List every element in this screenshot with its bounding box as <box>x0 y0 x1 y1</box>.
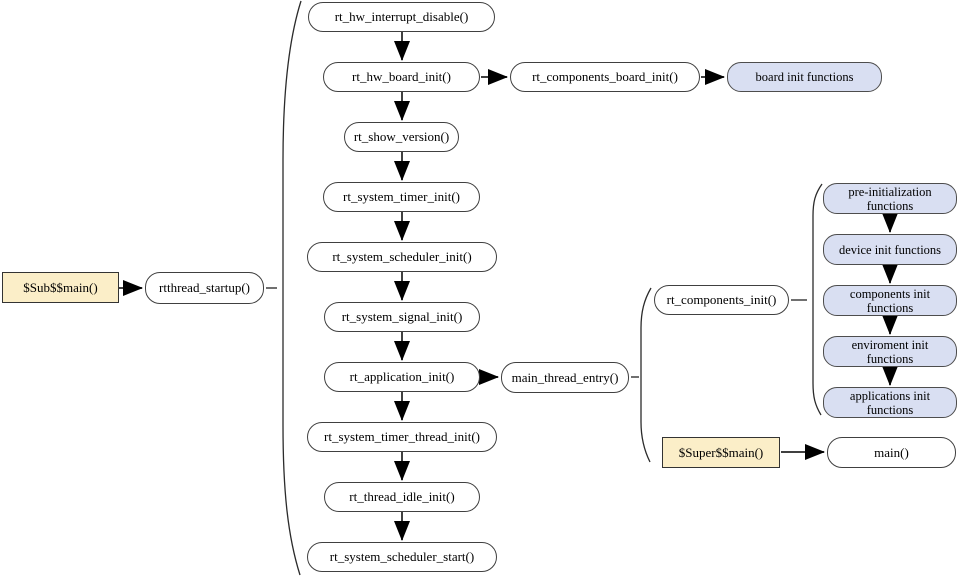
node-rt-hw-interrupt-disable: rt_hw_interrupt_disable() <box>308 2 495 32</box>
node-components-init-functions: components init functions <box>823 285 957 316</box>
node-sub-main: $Sub$$main() <box>2 272 119 303</box>
node-rt-components-board-init: rt_components_board_init() <box>510 62 700 92</box>
node-rt-components-init: rt_components_init() <box>654 285 789 315</box>
brace-components-group <box>812 183 823 416</box>
node-main: main() <box>827 437 956 468</box>
node-rt-show-version: rt_show_version() <box>344 122 459 152</box>
node-rt-thread-idle-init: rt_thread_idle_init() <box>324 482 480 512</box>
node-applications-init-functions: applications init functions <box>823 387 957 418</box>
node-rt-application-init: rt_application_init() <box>324 362 480 392</box>
node-super-main: $Super$$main() <box>662 437 780 468</box>
brace-main-thread-group <box>640 287 652 463</box>
node-board-init-functions: board init functions <box>727 62 882 92</box>
node-rt-system-timer-thread-init: rt_system_timer_thread_init() <box>307 422 497 452</box>
node-rt-system-timer-init: rt_system_timer_init() <box>323 182 480 212</box>
node-rt-hw-board-init: rt_hw_board_init() <box>323 62 480 92</box>
node-enviroment-init-functions: enviroment init functions <box>823 336 957 367</box>
node-rtthread-startup: rtthread_startup() <box>145 272 264 304</box>
node-rt-system-scheduler-start: rt_system_scheduler_start() <box>307 542 497 572</box>
node-device-init-functions: device init functions <box>823 234 957 265</box>
brace-startup-group <box>282 0 302 576</box>
node-main-thread-entry: main_thread_entry() <box>501 362 629 393</box>
node-pre-initialization-functions: pre-initialization functions <box>823 183 957 214</box>
node-rt-system-scheduler-init: rt_system_scheduler_init() <box>307 242 497 272</box>
node-rt-system-signal-init: rt_system_signal_init() <box>324 302 480 332</box>
